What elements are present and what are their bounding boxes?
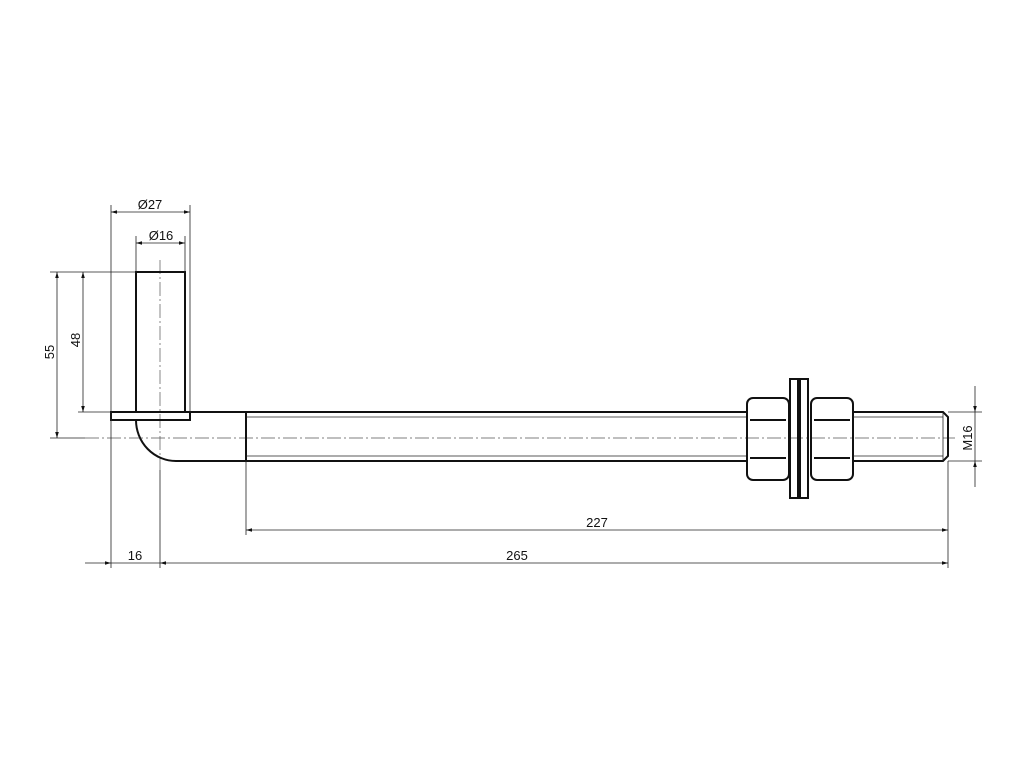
dimension-lines	[55, 210, 977, 565]
part-body	[110, 271, 949, 499]
threaded-end	[853, 411, 949, 462]
collar	[110, 411, 191, 421]
nut-right	[810, 397, 854, 481]
dim-rod-length: 227	[586, 515, 608, 530]
nut-left	[746, 397, 790, 481]
dim-pin-diameter: Ø16	[149, 228, 174, 243]
washer-left	[789, 378, 799, 499]
washer-right	[799, 378, 809, 499]
dim-outer-diameter: Ø27	[138, 197, 163, 212]
dim-offset: 16	[128, 548, 142, 563]
dim-thread: M16	[960, 425, 975, 450]
bend	[135, 419, 246, 462]
pin	[135, 271, 186, 413]
dim-pin-height: 48	[68, 333, 83, 347]
dim-total-height: 55	[42, 345, 57, 359]
centerlines	[85, 260, 955, 470]
extension-lines	[50, 205, 982, 568]
dim-total-length: 265	[506, 548, 528, 563]
